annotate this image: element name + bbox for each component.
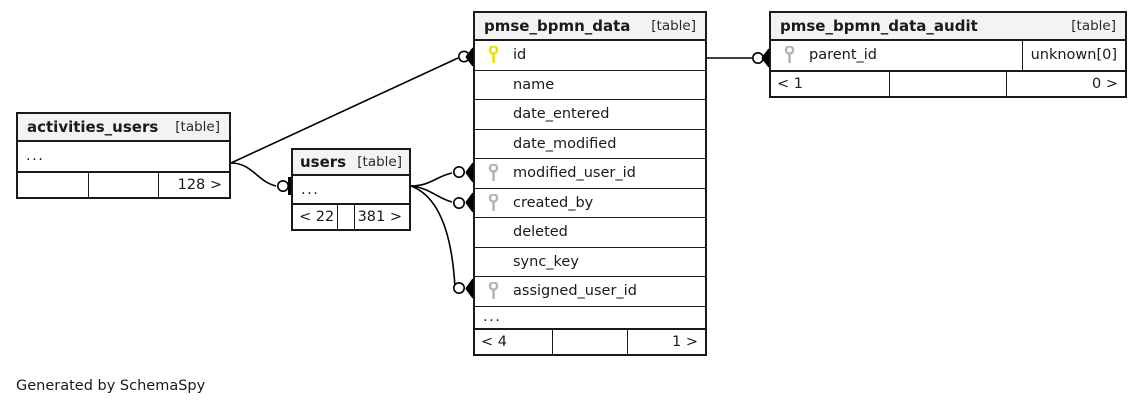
footer-left-count: < 4 [481,333,507,350]
edge-users-to-assigned-user-id [410,185,456,289]
table-footer-pmse-bpmn-data: < 4 1 > [475,328,705,354]
footer-right-count: 381 > [357,209,402,225]
footer-right-count: 1 > [672,333,698,350]
table-footer-pmse-bpmn-data-audit: < 1 0 > [771,70,1125,96]
optional-circle-modified [452,166,465,179]
crowsfoot-users-bar [288,177,292,195]
table-tag-pmse-bpmn-data-audit: [table] [1071,18,1116,34]
table-title-pmse-bpmn-data-audit: pmse_bpmn_data_audit [780,17,978,35]
optional-circle-audit [751,51,764,64]
footer-mid-cell [88,172,159,197]
table-title-activities-users: activities_users [27,118,159,136]
table-row[interactable]: date_modified [475,129,705,159]
crowsfoot-splay-assigned [465,278,474,299]
table-row[interactable]: sync_key [475,247,705,277]
column-name: name [513,76,555,93]
edge-users-to-modified-user-id [410,172,453,187]
foreign-key-icon [475,282,511,300]
table-row[interactable]: deleted [475,218,705,248]
table-title-users: users [300,153,347,171]
table-users[interactable]: users [table] ... < 22 381 > [291,148,411,231]
column-name: date_entered [513,106,610,123]
footer-left-count: < 1 [777,75,803,92]
foreign-key-icon [475,193,511,212]
table-pmse-bpmn-data-audit[interactable]: pmse_bpmn_data_audit [table] parent_id u… [769,11,1127,98]
column-name: parent_id [809,47,878,64]
column-name: assigned_user_id [513,283,637,300]
table-header-pmse-bpmn-data-audit: pmse_bpmn_data_audit [table] [771,13,1125,41]
footer-left-count [18,173,88,197]
foreign-key-icon [475,164,511,182]
table-activities-users[interactable]: activities_users [table] ... 128 > [16,112,231,199]
column-name: id [513,47,527,64]
table-header-pmse-bpmn-data: pmse_bpmn_data [table] [475,13,705,41]
table-footer-activities-users: 128 > [18,171,229,197]
row-ellipsis: ... [301,181,320,198]
row-ellipsis: ... [483,309,502,325]
table-tag-activities-users: [table] [175,119,220,135]
table-row[interactable]: parent_id unknown[0] [771,41,1125,71]
table-footer-users: < 22 381 > [293,204,409,229]
table-header-activities-users: activities_users [table] [18,114,229,142]
table-row[interactable]: modified_user_id [475,159,705,189]
edge-users-to-created-by [410,185,453,203]
optional-circle-assigned [452,281,465,294]
foreign-key-icon [771,46,807,64]
footer-left-count: < 22 [299,209,335,225]
optional-circle-created [452,197,465,210]
footer-mid-cell [889,71,1007,96]
table-pmse-bpmn-data[interactable]: pmse_bpmn_data [table] id name date_ente… [473,11,707,356]
column-name: deleted [513,224,568,241]
footer-mid-cell [551,329,629,354]
edge-activities-users-to-users [230,162,277,187]
generated-by-caption: Generated by SchemaSpy [16,378,206,394]
table-row[interactable]: date_entered [475,100,705,130]
table-row[interactable]: id [475,41,705,71]
column-name: sync_key [513,253,579,270]
table-row[interactable]: ... [475,306,705,329]
footer-mid-cell [337,205,355,229]
crowsfoot-splay-id [465,47,474,67]
crowsfoot-splay-created [465,192,474,213]
table-tag-pmse-bpmn-data: [table] [651,18,696,34]
footer-right-count: 0 > [1092,75,1118,92]
table-header-users: users [table] [293,150,409,176]
table-row[interactable]: assigned_user_id [475,277,705,307]
row-ellipsis: ... [26,148,45,165]
optional-circle-users-left [276,180,289,193]
table-tag-users: [table] [357,154,402,170]
column-name: created_by [513,194,594,211]
table-row[interactable]: name [475,70,705,100]
column-name: modified_user_id [513,165,636,182]
table-title-pmse-bpmn-data: pmse_bpmn_data [484,17,631,35]
table-row[interactable]: ... [18,142,229,172]
crowsfoot-splay-modified [465,162,474,183]
primary-key-icon [475,46,511,64]
table-row[interactable]: ... [293,176,409,204]
edge-activities-users-to-id [230,57,459,164]
table-row[interactable]: created_by [475,188,705,218]
column-name: date_modified [513,135,617,152]
column-type: unknown[0] [1021,41,1125,70]
crowsfoot-splay-audit [761,48,770,68]
footer-right-count: 128 > [177,176,223,193]
